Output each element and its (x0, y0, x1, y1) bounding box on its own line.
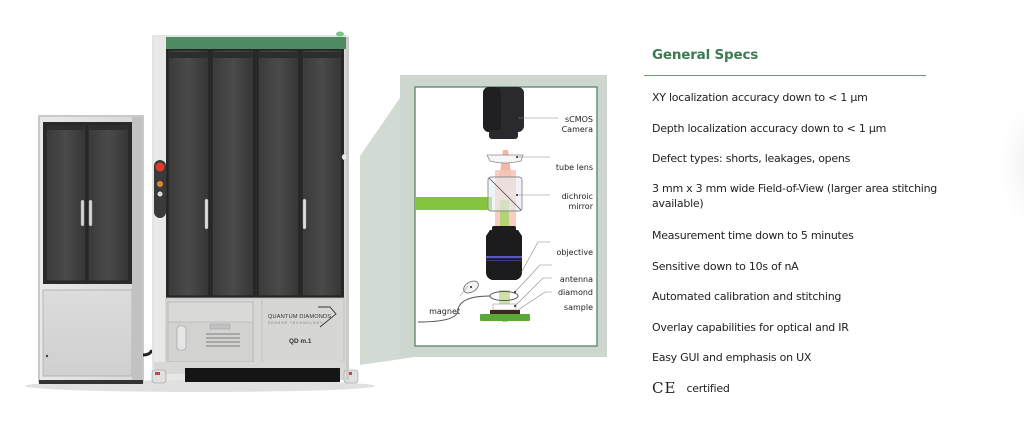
control-panel (154, 160, 166, 218)
door-handle (88, 199, 93, 227)
qd-m1-machine-illustration: QUANTUM DIAMONDS SENSOR TECHNOLOGY QD m.… (25, 31, 375, 392)
caster-wheel (151, 369, 167, 384)
objective-lens-icon (486, 226, 522, 280)
optics-diagram: sCMOS Camera tube lens dichroic mirror o… (360, 75, 607, 365)
base-shadow (185, 368, 340, 382)
diamond-icon (492, 303, 517, 311)
spec-item: Overlay capabilities for optical and IR (652, 321, 849, 334)
brand-name: QUANTUM DIAMONDS (268, 314, 331, 320)
tube-lens-icon (486, 154, 524, 164)
door-handle (302, 198, 307, 230)
general-specs: General Specs XY localization accuracy d… (644, 47, 952, 396)
label-diamond: diamond (558, 288, 593, 297)
brand-logo: QUANTUM DIAMONDS SENSOR TECHNOLOGY QD m.… (268, 306, 337, 345)
ce-certification: CE certified (652, 380, 730, 396)
spec-item: Depth localization accuracy down to < 1 … (652, 122, 887, 135)
label-objective: objective (556, 248, 593, 257)
scmos-camera-icon (483, 87, 524, 139)
sample-chip-icon (490, 310, 520, 314)
spec-item: Measurement time down to 5 minutes (652, 229, 854, 242)
door-handle (80, 199, 85, 227)
label-sample: sample (564, 303, 593, 312)
edge-shadow (1000, 100, 1024, 230)
green-accent-band (166, 37, 348, 49)
ce-mark-icon: CE (652, 379, 677, 397)
label-dichroic-line2: mirror (569, 202, 594, 211)
main-cabinet (151, 31, 359, 384)
label-camera-line2: Camera (562, 125, 593, 134)
door-handle (204, 198, 209, 230)
label-dichroic-line1: dichroic (562, 192, 593, 201)
power-switch (176, 325, 187, 351)
label-antenna: antenna (560, 275, 593, 284)
specs-divider (644, 75, 926, 76)
laser-beam (416, 197, 492, 210)
label-camera-line1: sCMOS (565, 115, 593, 124)
status-light (336, 31, 344, 37)
certified-label: certified (686, 382, 730, 395)
sample-pcb-icon (480, 314, 530, 321)
specs-title: General Specs (652, 47, 759, 63)
label-magnet: magnet (429, 307, 460, 316)
spec-item: 3 mm x 3 mm wide Field-of-View (larger a… (652, 182, 938, 210)
emergency-stop-icon (155, 162, 165, 172)
spec-item: Defect types: shorts, leakages, opens (652, 152, 851, 165)
spec-item: Sensitive down to 10s of nA (652, 260, 799, 273)
label-tube-lens: tube lens (556, 163, 593, 172)
spec-item: Easy GUI and emphasis on UX (652, 351, 812, 364)
cabinet-lower-panel (42, 289, 133, 377)
spec-item: Automated calibration and stitching (652, 290, 842, 303)
side-cabinet (38, 115, 144, 384)
model-name: QD m.1 (289, 338, 312, 345)
spec-item: XY localization accuracy down to < 1 µm (652, 91, 868, 104)
brand-tagline: SENSOR TECHNOLOGY (268, 321, 323, 325)
